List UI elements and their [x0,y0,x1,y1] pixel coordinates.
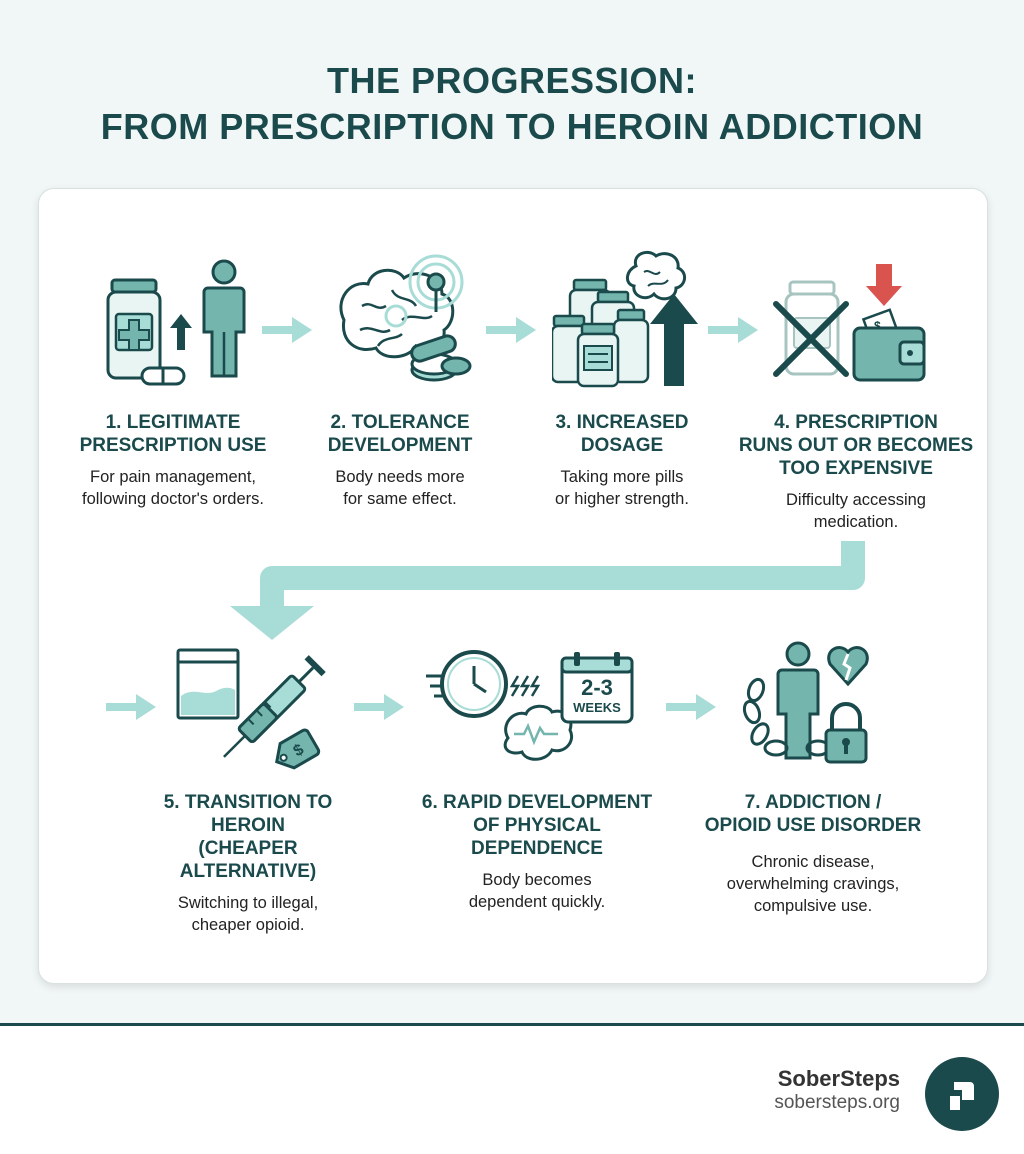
step-6-description: Body becomes dependent quickly. [468,871,606,911]
flow-arrow-1-2 [262,317,312,343]
step-3-description: Taking more pills or higher strength. [555,468,689,508]
baggie-syringe-pricetag-icon: $ [172,646,332,776]
brand-name: SoberSteps [777,1066,900,1091]
step-5: 5. TRANSITION TO HEROIN (CHEAPER ALTERNA… [128,791,368,936]
flow-arrow-5-6 [354,694,404,720]
step-6-heading: 6. RAPID DEVELOPMENT OF PHYSICAL DEPENDE… [421,792,653,859]
calendar-range: 2-3 [581,675,613,700]
brand-logo-icon [924,1056,1000,1137]
chained-person-heart-lock-icon [740,640,890,770]
flow-arrow-3-4 [708,317,758,343]
step-2-description: Body needs more for same effect. [335,468,465,508]
step-6: 6. RAPID DEVELOPMENT OF PHYSICAL DEPENDE… [412,791,662,913]
prescription-bottle-person-icon [104,258,254,388]
step-7-heading: 7. ADDICTION / OPIOID USE DISORDER [704,792,922,836]
footer [0,1026,1024,1154]
footer-divider [0,1023,1024,1026]
brain-target-pills-icon [332,250,482,390]
step-3-heading: 3. INCREASED DOSAGE [555,412,689,456]
flow-arrow-2-3 [486,317,536,343]
title-line-2: FROM PRESCRIPTION TO HEROIN ADDICTION [100,106,924,147]
step-1-heading: 1. LEGITIMATE PRESCRIPTION USE [79,412,267,456]
crossed-bottle-wallet-icon: $ [770,262,930,386]
step-2: 2. TOLERANCE DEVELOPMENT Body needs more… [290,411,510,510]
step-7-description: Chronic disease, overwhelming cravings, … [726,853,900,915]
step-1: 1. LEGITIMATE PRESCRIPTION USE For pain … [48,411,298,510]
calendar-unit: WEEKS [573,700,621,715]
flow-arrow-6-7 [666,694,716,720]
flow-arrow-4-5 [106,694,156,720]
step-4-description: Difficulty accessing medication. [785,491,926,531]
clock-brain-calendar-icon: 2-3 WEEKS [424,650,640,770]
step-5-heading: 5. TRANSITION TO HEROIN (CHEAPER ALTERNA… [163,792,333,882]
step-4: 4. PRESCRIPTION RUNS OUT OR BECOMES TOO … [728,411,984,533]
step-5-description: Switching to illegal, cheaper opioid. [177,894,319,934]
step-4-heading: 4. PRESCRIPTION RUNS OUT OR BECOMES TOO … [738,412,974,479]
title-line-1: THE PROGRESSION: [326,60,698,101]
bottles-brain-arrow-icon [552,250,712,390]
page-title: THE PROGRESSION: FROM PRESCRIPTION TO HE… [0,58,1024,150]
step-2-heading: 2. TOLERANCE DEVELOPMENT [327,412,473,456]
wallet-dollar-icon: $ [874,319,881,333]
step-1-description: For pain management, following doctor's … [82,468,264,508]
step-7: 7. ADDICTION / OPIOID USE DISORDER Chron… [688,791,938,917]
brand-url[interactable]: sobersteps.org [774,1092,900,1113]
step-3: 3. INCREASED DOSAGE Taking more pills or… [512,411,732,510]
